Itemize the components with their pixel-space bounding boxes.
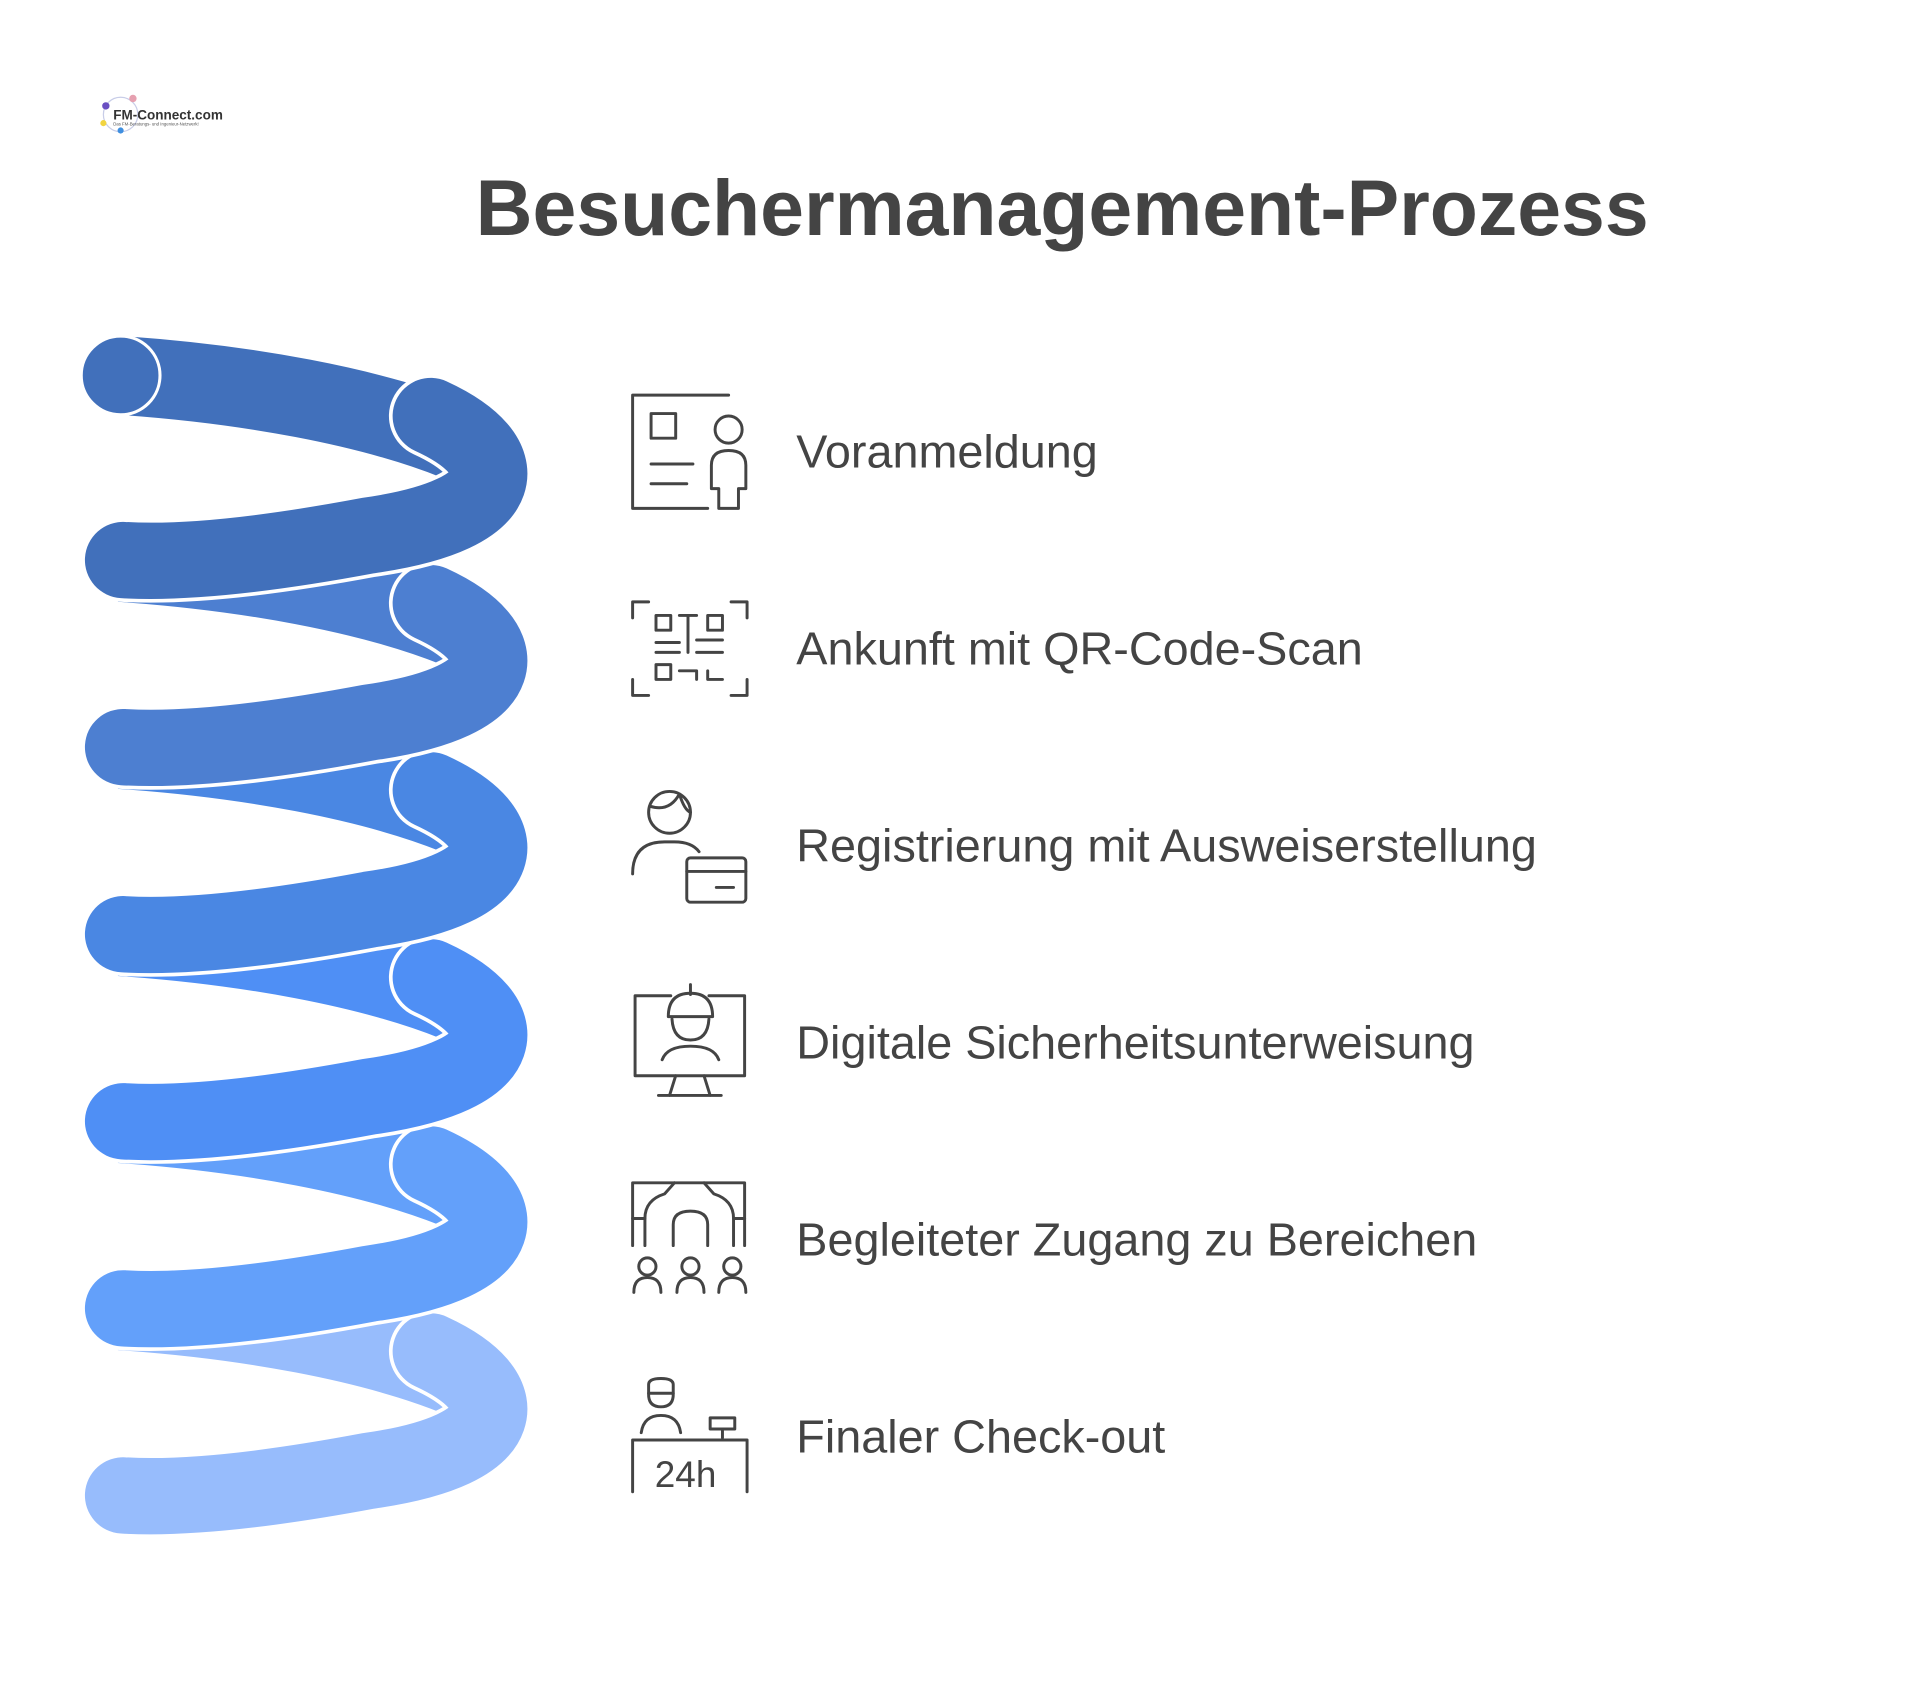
logo-tagline: Das FM-Beratungs- und Ingenieur-Netzwerk… (113, 122, 199, 127)
guided-access-icon (631, 1181, 748, 1294)
coil-front (84, 752, 528, 974)
spiral-end-cap (79, 334, 162, 417)
spiral-graphic (79, 334, 531, 1539)
step-list: Voranmeldung Ankunft mit QR-Code-Scan (631, 393, 1537, 1495)
coil-front (84, 1313, 528, 1535)
reception-24h-icon: 24h (631, 1377, 749, 1495)
coil-front (84, 1126, 528, 1348)
step-1: Voranmeldung (631, 393, 1098, 510)
logo-text: FM-Connect.com (113, 107, 223, 122)
coil-front (84, 939, 528, 1161)
person-id-card-icon (631, 789, 748, 904)
step-4: Digitale Sicherheitsunterweisung (633, 983, 1475, 1097)
step-3: Registrierung mit Ausweiserstellung (631, 789, 1537, 904)
step-label: Registrierung mit Ausweiserstellung (796, 820, 1537, 872)
spiral-coil (79, 334, 531, 603)
monitor-worker-icon (633, 983, 747, 1097)
step-2: Ankunft mit QR-Code-Scan (631, 600, 1363, 697)
step-label: Ankunft mit QR-Code-Scan (796, 623, 1362, 675)
coil-front (84, 377, 528, 599)
registration-form-icon (631, 393, 748, 510)
page-title: Besuchermanagement-Prozess (476, 164, 1649, 252)
step-label: Voranmeldung (796, 426, 1098, 478)
step-label: Finaler Check-out (796, 1410, 1165, 1462)
coil-front (84, 564, 528, 787)
step-label: Begleiteter Zugang zu Bereichen (796, 1213, 1477, 1265)
svg-text:24h: 24h (655, 1454, 717, 1495)
step-label: Digitale Sicherheitsunterweisung (796, 1016, 1474, 1068)
step-5: Begleiteter Zugang zu Bereichen (631, 1181, 1477, 1294)
qr-code-icon (631, 600, 749, 697)
logo: FM-Connect.com Das FM-Beratungs- und Ing… (100, 94, 223, 134)
step-6: 24h Finaler Check-out (631, 1377, 1165, 1495)
